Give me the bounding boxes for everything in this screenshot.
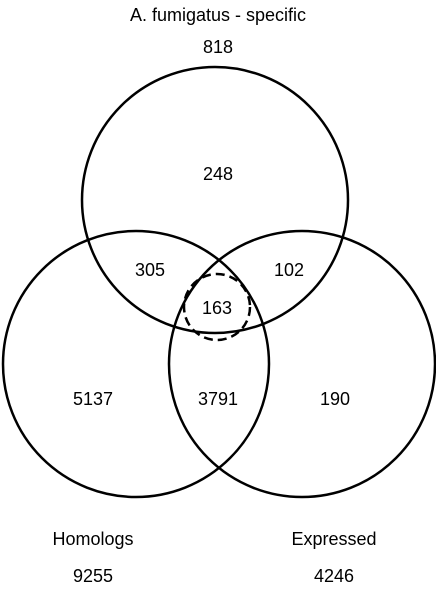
- set-top-name: A. fumigatus - specific: [129, 5, 307, 25]
- region-top-left: 305: [135, 260, 165, 280]
- region-top-only: 248: [203, 164, 233, 184]
- circle-top: [80, 65, 350, 335]
- circle-left: [1, 229, 271, 499]
- set-left-name: Homologs: [52, 529, 134, 549]
- region-left-only: 5137: [73, 389, 113, 409]
- set-top-total: 818: [202, 37, 234, 57]
- region-top-right: 102: [274, 260, 304, 280]
- set-right-name: Expressed: [291, 529, 377, 549]
- region-right-only: 190: [320, 389, 350, 409]
- region-left-right: 3791: [198, 389, 238, 409]
- region-all-three: 163: [202, 298, 232, 318]
- highlight-dashed-circle: [182, 272, 252, 342]
- set-left-total: 9255: [72, 566, 114, 586]
- circle-right: [167, 229, 436, 499]
- set-right-total: 4246: [313, 566, 355, 586]
